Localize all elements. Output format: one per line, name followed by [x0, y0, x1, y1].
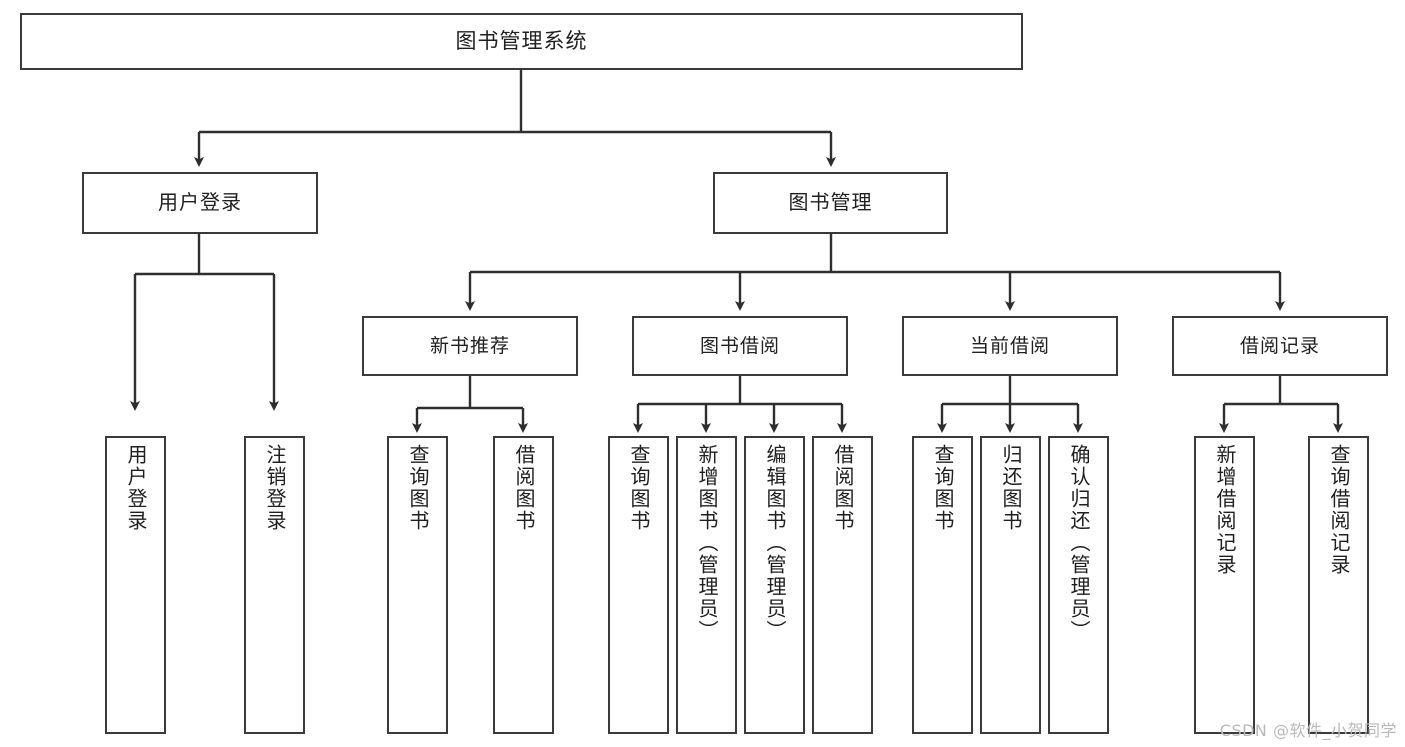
node-leaf-user-logout[interactable]: 注销登录 — [244, 436, 305, 734]
node-borrow-record[interactable]: 借阅记录 — [1172, 316, 1388, 376]
node-leaf-query-book-3[interactable]: 查询图书 — [912, 436, 973, 734]
node-leaf-return-book-label: 归还图书 — [999, 444, 1023, 532]
node-leaf-query-record[interactable]: 查询借阅记录 — [1308, 436, 1369, 734]
node-root-label: 图书管理系统 — [455, 29, 588, 54]
node-leaf-query-book-3-label: 查询图书 — [931, 444, 955, 532]
node-leaf-return-book[interactable]: 归还图书 — [980, 436, 1041, 734]
node-leaf-query-book-1-label: 查询图书 — [406, 444, 430, 532]
node-leaf-edit-book[interactable]: 编辑图书（管理员） — [744, 436, 805, 734]
node-leaf-query-book-2-label: 查询图书 — [627, 444, 651, 532]
node-leaf-user-logout-label: 注销登录 — [263, 444, 287, 532]
node-leaf-edit-book-label: 编辑图书（管理员） — [763, 444, 787, 642]
node-user-login[interactable]: 用户登录 — [82, 172, 318, 234]
node-book-borrow-label: 图书借阅 — [699, 334, 780, 357]
node-leaf-borrow-book-1[interactable]: 借阅图书 — [493, 436, 554, 734]
node-leaf-confirm-return-label: 确认归还（管理员） — [1067, 444, 1091, 642]
node-leaf-borrow-book-1-label: 借阅图书 — [512, 444, 536, 532]
node-new-book-recommend[interactable]: 新书推荐 — [362, 316, 578, 376]
node-new-book-recommend-label: 新书推荐 — [429, 334, 510, 357]
node-root[interactable]: 图书管理系统 — [20, 13, 1023, 70]
csdn-watermark: CSDN @软件_小贺同学 — [1219, 721, 1397, 740]
node-current-borrow[interactable]: 当前借阅 — [902, 316, 1118, 376]
node-user-login-label: 用户登录 — [158, 190, 242, 215]
node-borrow-record-label: 借阅记录 — [1239, 334, 1320, 357]
node-leaf-add-record-label: 新增借阅记录 — [1213, 444, 1237, 576]
node-leaf-borrow-book-2-label: 借阅图书 — [831, 444, 855, 532]
node-leaf-query-record-label: 查询借阅记录 — [1327, 444, 1351, 576]
node-leaf-user-login[interactable]: 用户登录 — [105, 436, 166, 734]
node-leaf-query-book-1[interactable]: 查询图书 — [387, 436, 448, 734]
node-leaf-add-book[interactable]: 新增图书（管理员） — [676, 436, 737, 734]
node-leaf-user-login-label: 用户登录 — [124, 444, 148, 532]
node-leaf-add-record[interactable]: 新增借阅记录 — [1194, 436, 1255, 734]
node-book-manage-label: 图书管理 — [788, 190, 873, 215]
node-book-borrow[interactable]: 图书借阅 — [632, 316, 848, 376]
node-leaf-add-book-label: 新增图书（管理员） — [695, 444, 719, 642]
node-leaf-borrow-book-2[interactable]: 借阅图书 — [812, 436, 873, 734]
node-current-borrow-label: 当前借阅 — [969, 334, 1050, 357]
node-leaf-query-book-2[interactable]: 查询图书 — [608, 436, 669, 734]
node-book-manage[interactable]: 图书管理 — [713, 172, 948, 234]
node-leaf-confirm-return[interactable]: 确认归还（管理员） — [1048, 436, 1109, 734]
